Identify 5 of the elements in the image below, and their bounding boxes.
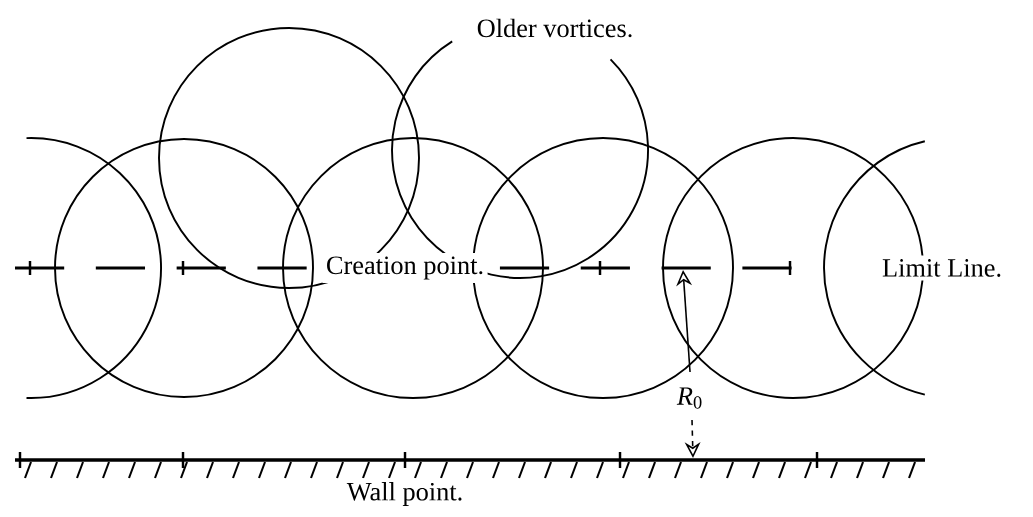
- symbol-label: R$_{0}$: [673, 383, 707, 413]
- label-text: Older vortices.: [473, 15, 637, 41]
- label-text: Creation point.: [322, 252, 488, 284]
- label-text: Limit Line.: [878, 255, 1006, 281]
- label-text: Wall point.: [343, 478, 467, 510]
